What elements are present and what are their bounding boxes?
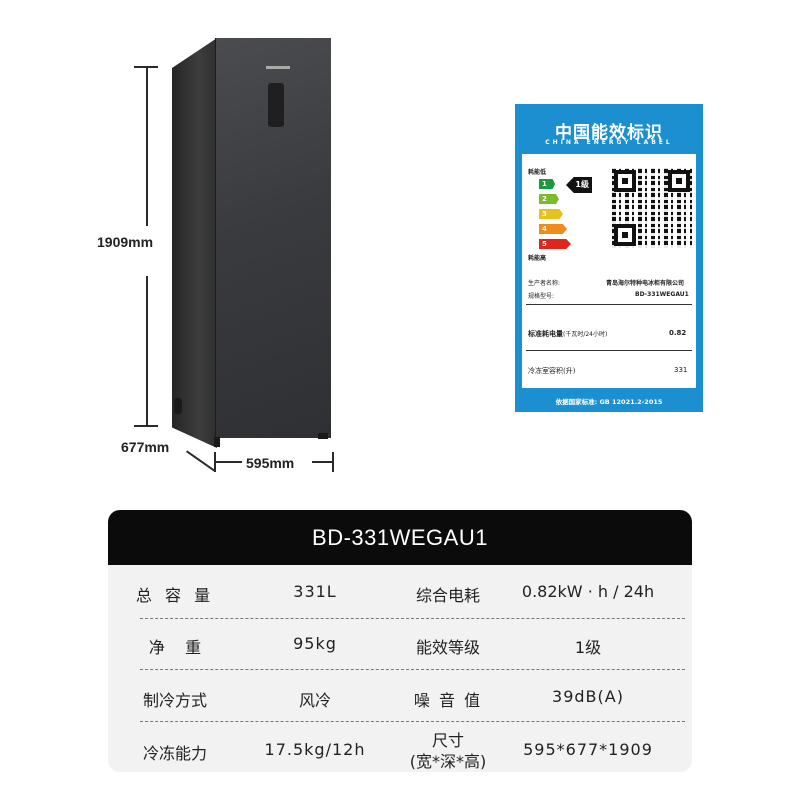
grade-bar-5: 5 xyxy=(539,239,571,249)
height-dim-label: 1909mm xyxy=(97,234,154,250)
spec-label-capacity: 总 容 量 xyxy=(135,586,215,605)
low-consumption-text: 耗能低 xyxy=(528,169,547,176)
label-divider-1 xyxy=(526,304,692,305)
model-value: BD-331WEGAU1 xyxy=(635,291,689,298)
energy-label-subtitle: CHINA ENERGY LABEL xyxy=(545,139,673,146)
spec-label-freezing-capacity: 冷冻能力 xyxy=(142,744,207,763)
height-dim-line-lower xyxy=(146,276,148,426)
model-header: BD-331WEGAU1 xyxy=(108,510,692,565)
depth-dim-line xyxy=(186,450,215,472)
manufacturer-value: 青岛海尔特种电冰柜有限公司 xyxy=(606,280,685,287)
freezer-foot-left xyxy=(214,437,220,447)
freezer-wheel xyxy=(174,398,182,414)
consumption-label: 标准耗电量(千瓦时/24小时) xyxy=(528,330,608,338)
freezer-foot-right xyxy=(318,433,328,439)
qr-corner-top-right xyxy=(668,170,690,192)
spec-value-consumption: 0.82kW · h / 24h xyxy=(521,582,655,601)
spec-value-capacity: 331L xyxy=(293,582,337,601)
spec-value-freezing-capacity: 17.5kg/12h xyxy=(264,740,366,759)
spec-label-noise: 噪 音 值 xyxy=(413,691,483,710)
spec-label-size: 尺寸 xyxy=(431,731,464,750)
spec-label-consumption: 综合电耗 xyxy=(415,586,480,605)
spec-value-cooling: 风冷 xyxy=(298,691,331,710)
energy-label-footer: 依据国家标准: GB 12021.2-2015 xyxy=(555,398,663,406)
width-dim-line-left xyxy=(214,461,242,463)
height-dim-bottom-tick xyxy=(134,425,158,427)
qr-corner-top-left xyxy=(614,170,636,192)
model-label: 规格型号: xyxy=(528,293,555,300)
grade-bar-2: 2 xyxy=(539,194,559,204)
current-grade-indicator: 1级 xyxy=(566,177,592,193)
brand-logo xyxy=(266,66,290,69)
grade-bar-4: 4 xyxy=(539,224,567,234)
spec-value-energy-grade: 1级 xyxy=(574,638,602,657)
control-panel xyxy=(268,83,284,127)
manufacturer-label: 生产者名称: xyxy=(528,280,561,287)
spec-label-cooling: 制冷方式 xyxy=(142,691,207,710)
energy-label-title: 中国能效标识 xyxy=(555,123,663,143)
high-consumption-text: 耗能高 xyxy=(528,255,547,262)
spec-label-size-note: (宽*深*高) xyxy=(409,752,487,771)
spec-value-weight: 95kg xyxy=(293,634,337,653)
depth-dim-label: 677mm xyxy=(121,439,170,455)
qr-corner-bottom-left xyxy=(614,224,636,246)
spec-value-noise: 39dB(A) xyxy=(552,687,624,706)
spec-value-size: 595*677*1909 xyxy=(523,740,653,759)
width-dim-line-right xyxy=(312,461,332,463)
grade-bar-1: 1 xyxy=(539,179,555,189)
label-divider-2 xyxy=(526,350,692,351)
consumption-value: 0.82 xyxy=(669,329,687,337)
volume-label: 冷冻室容积(升) xyxy=(528,367,576,375)
volume-value: 331 xyxy=(674,366,688,374)
grade-bar-3: 3 xyxy=(539,209,563,219)
width-dim-right-tick xyxy=(332,452,334,472)
row-separator-3 xyxy=(140,721,685,722)
freezer-side-panel xyxy=(172,38,217,448)
spec-label-weight: 净 重 xyxy=(148,638,202,657)
height-dim-line-upper xyxy=(146,66,148,226)
row-separator-1 xyxy=(140,618,685,619)
width-dim-label: 595mm xyxy=(246,455,295,471)
spec-label-energy-grade: 能效等级 xyxy=(415,638,480,657)
row-separator-2 xyxy=(140,669,685,670)
